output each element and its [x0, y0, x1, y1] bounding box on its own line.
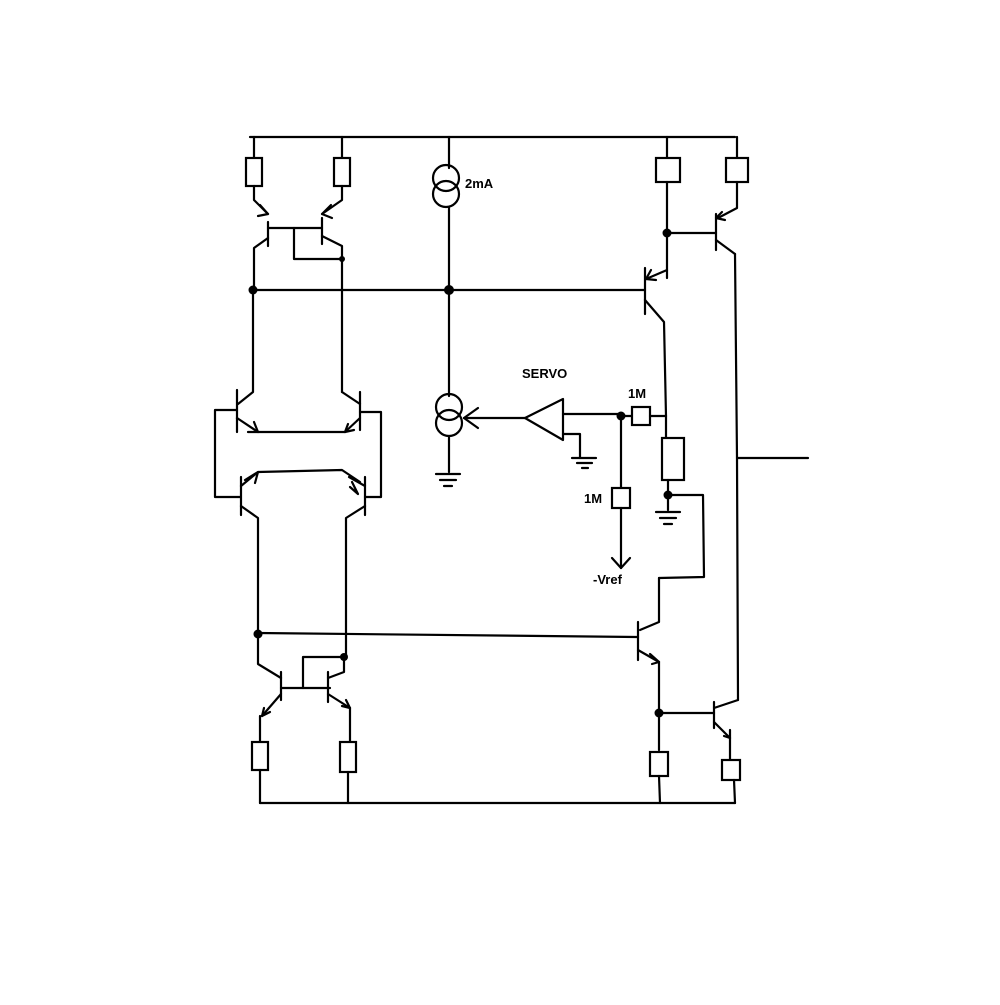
right-output-top	[643, 135, 810, 702]
resistor-1m-ref-label: 1M	[584, 491, 602, 506]
servo-current-source	[434, 288, 527, 488]
resistor-r9	[720, 758, 742, 782]
servo-label: SERVO	[522, 366, 567, 381]
arrow-down-icon	[610, 556, 632, 570]
resistor-r5	[250, 740, 270, 772]
resistor-r7	[660, 436, 686, 482]
resistor-1m-feedback	[630, 405, 652, 427]
ground-icon	[570, 456, 598, 470]
resistor-r3	[654, 156, 682, 184]
top-left-mirror	[244, 135, 352, 394]
current-source-label: 2mA	[465, 176, 494, 191]
resistor-1m-ref	[610, 486, 632, 510]
ground-icon	[434, 472, 462, 488]
resistor-r2	[332, 156, 352, 188]
ground-icon	[654, 510, 682, 526]
resistor-1m-label: 1M	[628, 386, 646, 401]
resistor-r1	[244, 156, 264, 188]
arrow-icon	[462, 406, 480, 430]
amplifier-triangle-icon	[523, 397, 565, 442]
vref-label: -Vref	[593, 572, 623, 587]
bottom-left-mirror	[250, 631, 358, 805]
resistor-r6	[338, 740, 358, 774]
servo-amplifier: SERVO 1M 1M -Vref	[522, 366, 668, 587]
left-cascode-stage	[213, 288, 383, 658]
resistor-r8	[648, 750, 670, 778]
resistor-r4	[724, 156, 750, 184]
current-source-2ma: 2mA	[431, 135, 494, 292]
right-output-bottom	[636, 576, 742, 805]
bias-line-bottom	[256, 631, 640, 639]
